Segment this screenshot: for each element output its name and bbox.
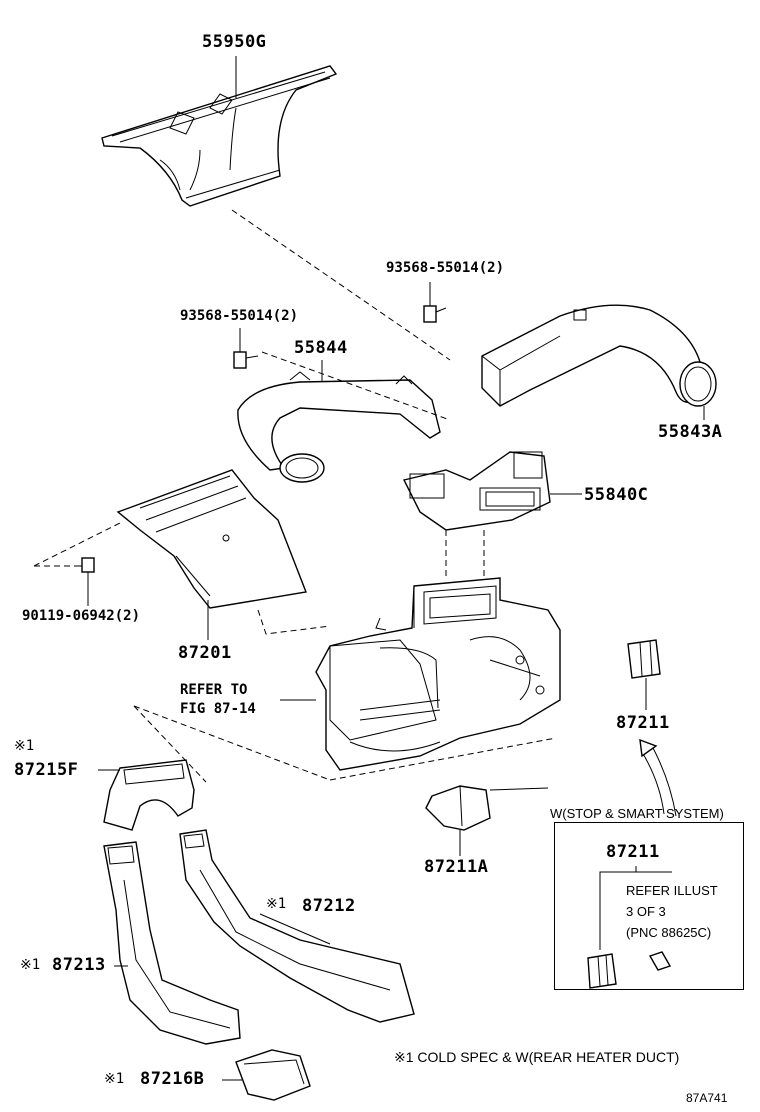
inset-note-3-of-3: 3 OF 3 (626, 904, 666, 919)
label-87211[interactable]: 87211 (616, 713, 670, 733)
label-87213-mark: ※1 (20, 957, 41, 973)
part-87212-duct[interactable] (179, 829, 415, 1023)
label-87215F[interactable]: 87215F (14, 760, 79, 780)
label-refer-to: REFER TO (180, 682, 248, 698)
inset-title: W(STOP & SMART SYSTEM) (550, 806, 724, 821)
label-55843A[interactable]: 55843A (658, 422, 723, 442)
label-55950G[interactable]: 55950G (202, 32, 267, 52)
inset-note-pnc[interactable]: (PNC 88625C) (626, 925, 712, 940)
part-heater-unit[interactable] (315, 577, 561, 771)
label-93568-left[interactable]: 93568-55014(2) (180, 308, 299, 324)
part-55844-duct[interactable] (237, 371, 441, 483)
label-87211A[interactable]: 87211A (424, 857, 489, 877)
part-87215F-duct[interactable] (103, 759, 195, 831)
inset-sensor-illustration[interactable] (587, 951, 672, 989)
inset-part-87211[interactable]: 87211 (606, 842, 660, 862)
label-fig-87-14[interactable]: FIG 87-14 (180, 701, 256, 717)
label-87201[interactable]: 87201 (178, 643, 232, 663)
part-87213-duct[interactable] (103, 841, 241, 1045)
part-87211-sensor[interactable] (627, 639, 661, 679)
screw-93568-right[interactable] (423, 305, 447, 323)
part-55840C-vent[interactable] (402, 451, 551, 531)
inset-stop-smart-system (554, 822, 744, 990)
label-87215F-mark: ※1 (14, 738, 35, 754)
label-55844[interactable]: 55844 (294, 338, 348, 358)
part-55950G-duct[interactable] (101, 65, 338, 207)
label-90119[interactable]: 90119-06942(2) (22, 608, 141, 624)
label-55840C[interactable]: 55840C (584, 485, 649, 505)
part-87201-cover[interactable] (116, 469, 307, 609)
label-87212-mark: ※1 (266, 896, 287, 912)
screw-90119[interactable] (76, 557, 95, 573)
part-87216B-duct[interactable] (235, 1049, 311, 1101)
part-87211A-duct[interactable] (425, 785, 491, 831)
label-87213[interactable]: 87213 (52, 955, 106, 975)
part-55843A-duct[interactable] (481, 304, 717, 407)
screw-93568-left[interactable] (233, 351, 259, 369)
footnote-cold-spec: ※1 COLD SPEC & W(REAR HEATER DUCT) (394, 1049, 680, 1065)
label-87212[interactable]: 87212 (302, 896, 356, 916)
label-87216B[interactable]: 87216B (140, 1069, 205, 1089)
label-93568-right[interactable]: 93568-55014(2) (386, 260, 505, 276)
inset-note-refer-illust: REFER ILLUST (626, 883, 718, 898)
label-87216B-mark: ※1 (104, 1071, 125, 1087)
figure-code: 87A741 (686, 1091, 728, 1105)
